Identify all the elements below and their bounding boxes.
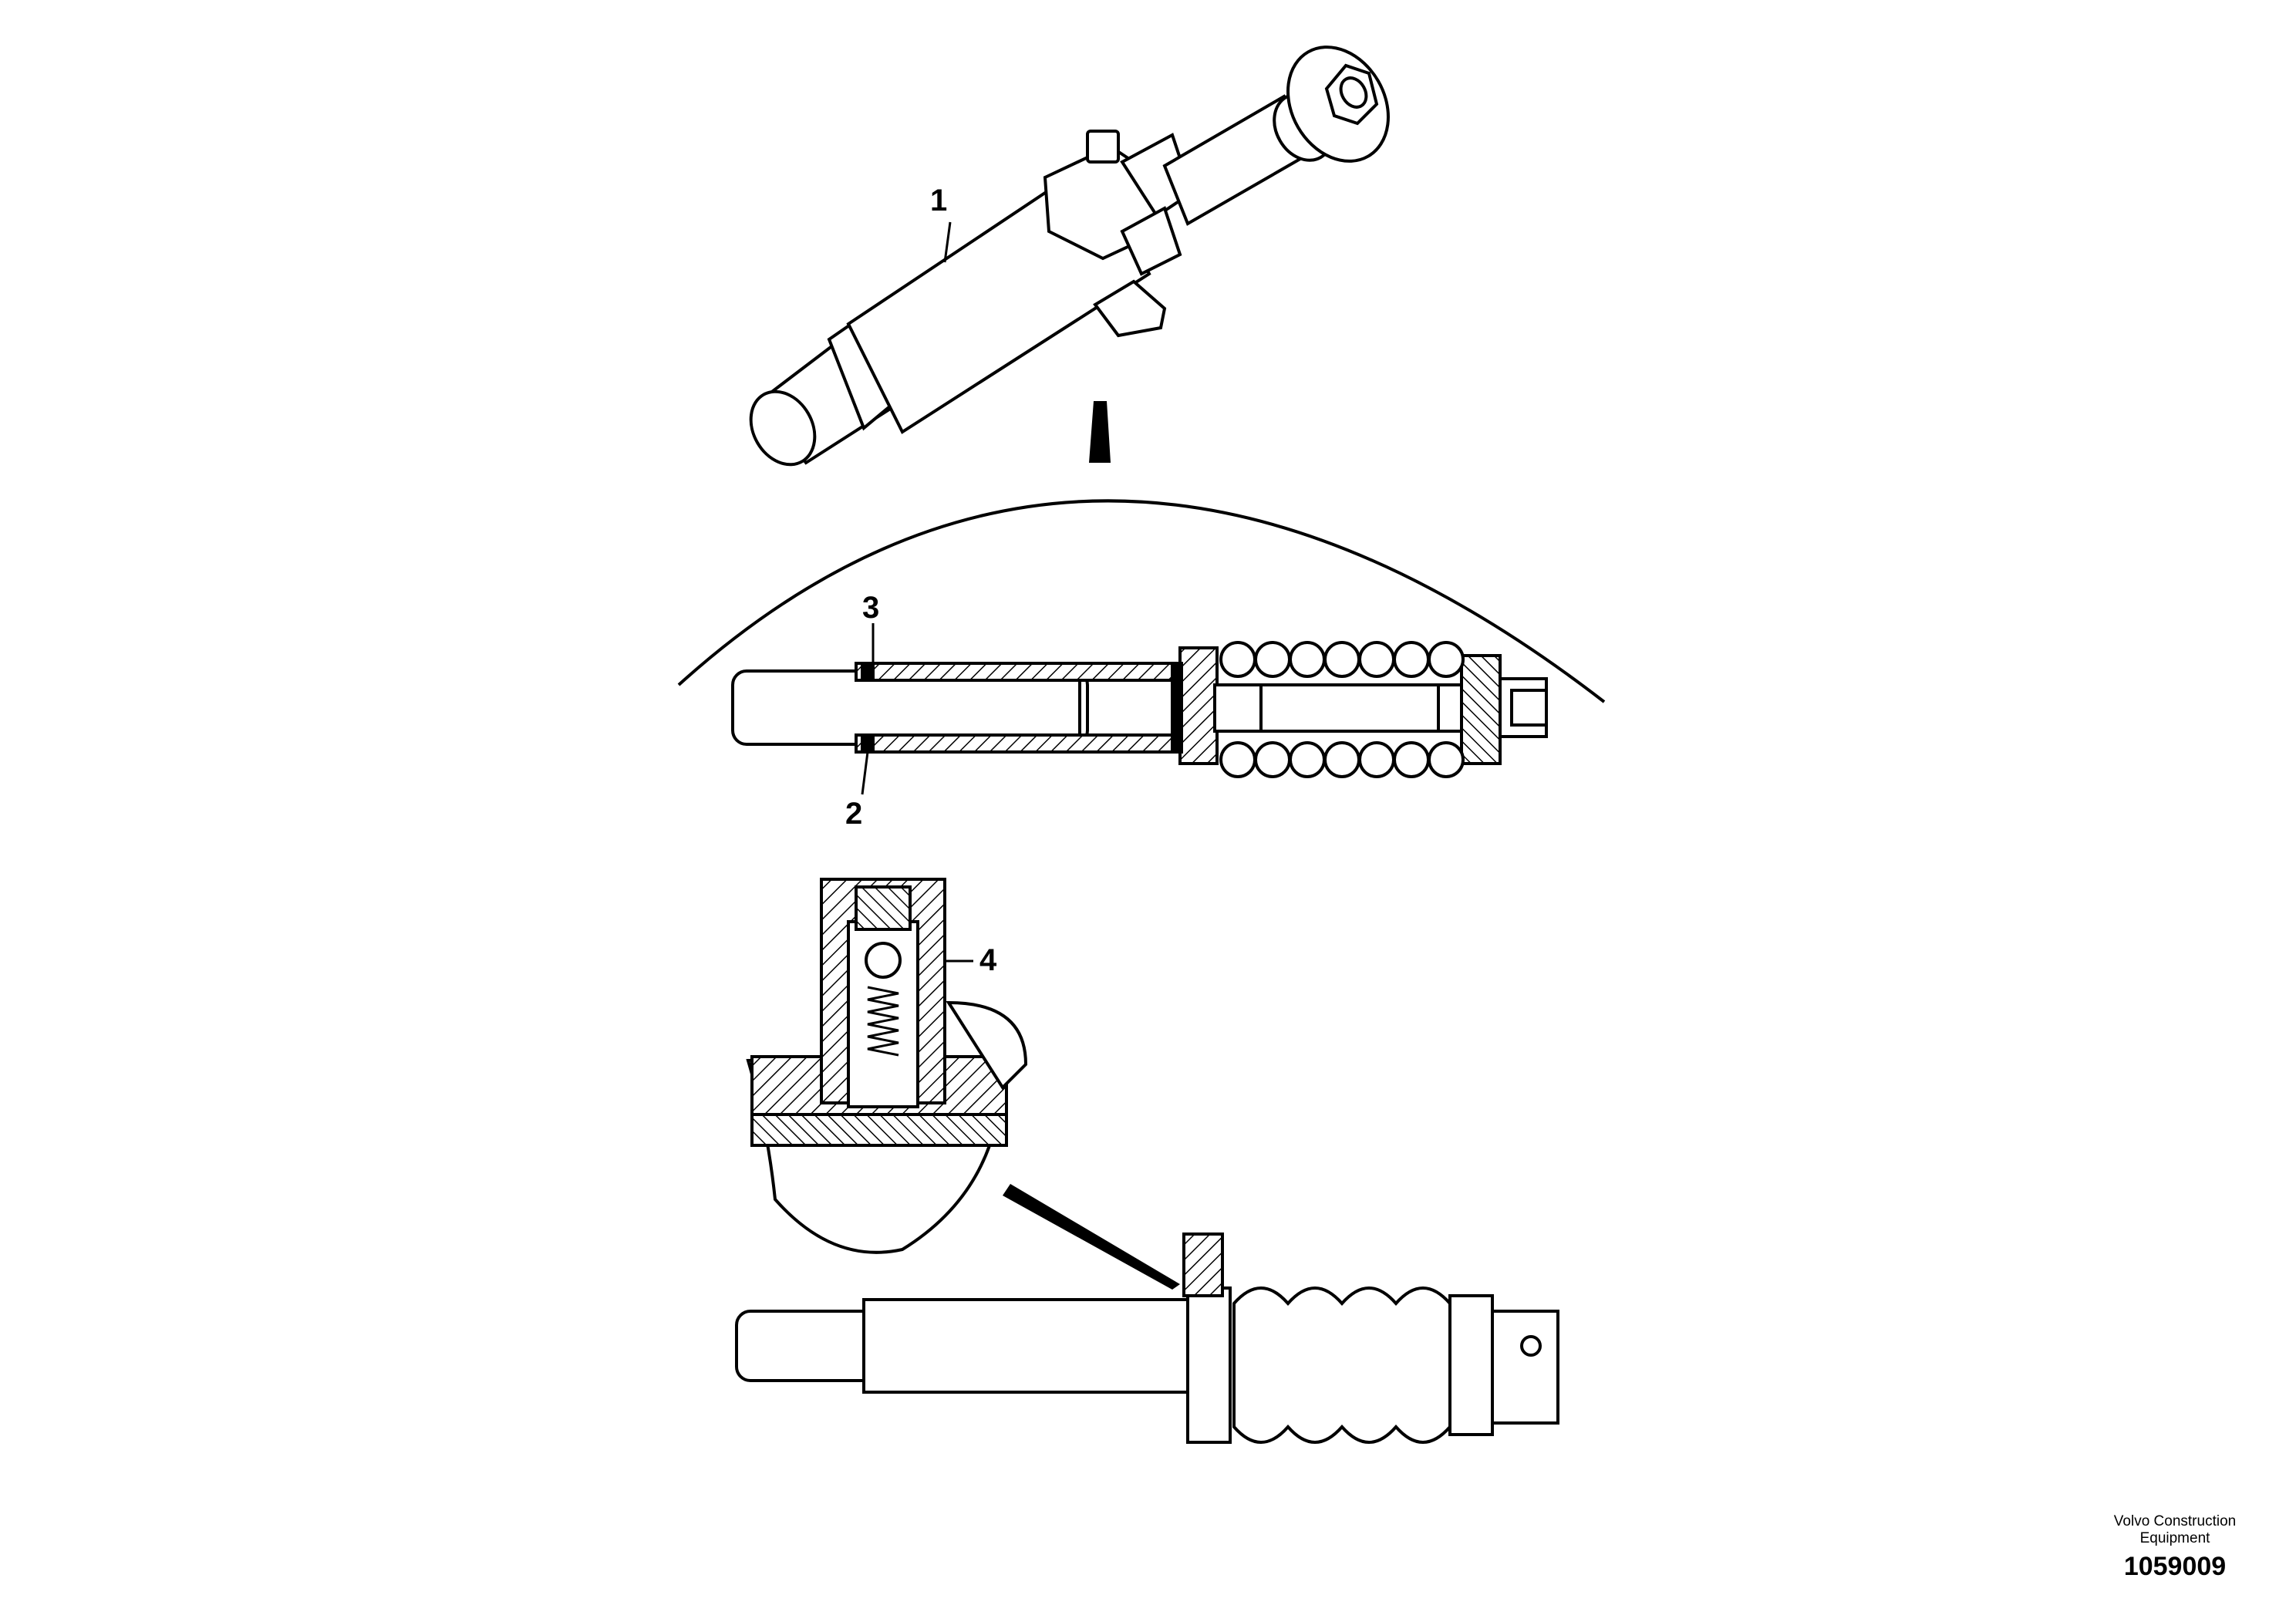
drawing-number: 1059009: [2123, 1552, 2227, 1581]
detail-pointer: [1003, 1184, 1180, 1290]
callout-3: 3: [862, 591, 880, 625]
callout-2: 2: [845, 797, 863, 831]
leader-line-2: [861, 751, 869, 795]
section-arc: [677, 499, 1606, 703]
cylinder-section-view: [731, 646, 1548, 765]
callout-1: 1: [930, 184, 948, 218]
brand-name-line1: Volvo Construction: [2113, 1513, 2237, 1529]
spring-coils-section: [1219, 641, 1465, 778]
cylinder-assembly-side: [735, 1233, 1559, 1444]
callout-4: 4: [979, 943, 997, 977]
leader-line-1: [943, 221, 952, 263]
brand-block: Volvo Construction Equipment 1059009: [2082, 1513, 2267, 1582]
section-pointer: [1089, 401, 1111, 463]
brand-name-line2: Equipment: [2139, 1530, 2210, 1546]
cylinder-assembly-isometric: [749, 46, 1390, 467]
grease-valve-detail: [746, 878, 1028, 1254]
